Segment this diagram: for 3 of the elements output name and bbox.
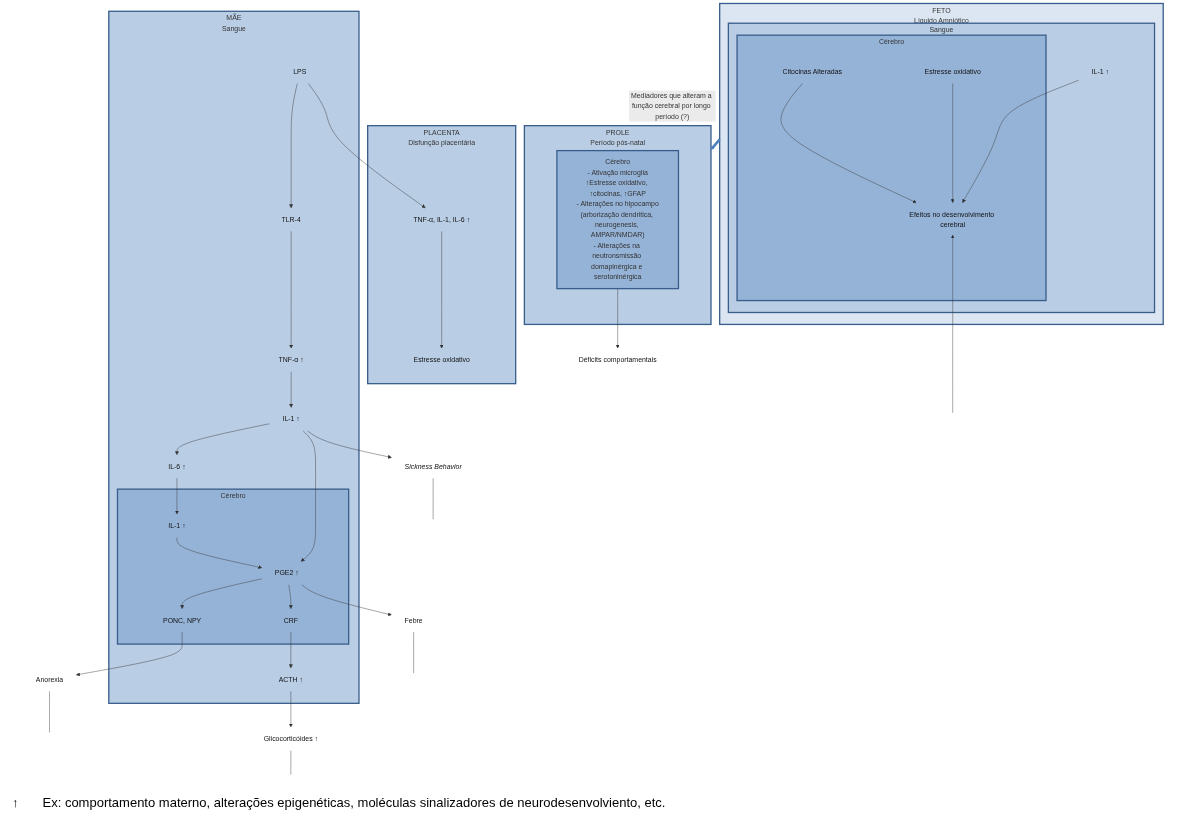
note-text: ↑	[12, 795, 19, 810]
note-text: Ex: comportamento materno, alterações epigenéticas, moléculas sinalizadores de neurodesenvolviento, etc.	[42, 795, 666, 810]
arrow	[710, 138, 721, 150]
